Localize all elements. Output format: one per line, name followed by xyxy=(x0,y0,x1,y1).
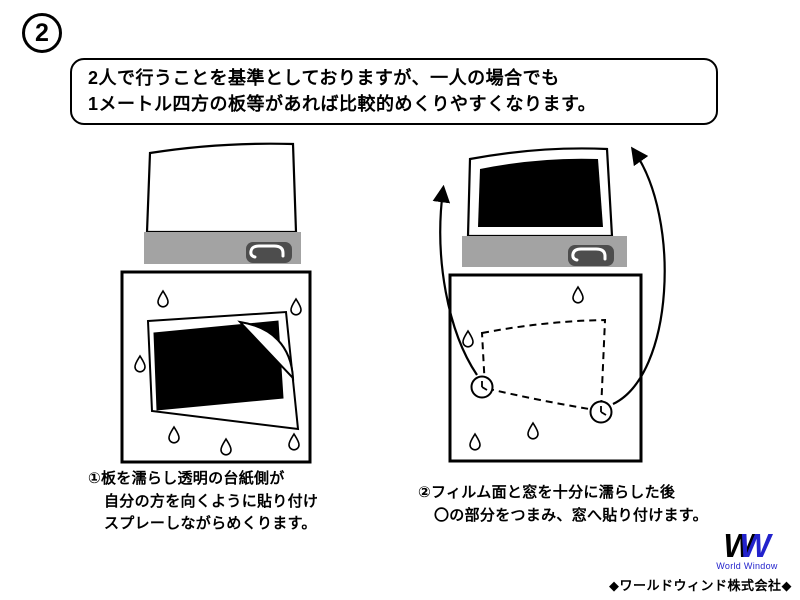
film-with-backing xyxy=(146,310,300,431)
figure-left-peel-backing xyxy=(120,142,312,464)
right-caption: ②フィルム面と窓を十分に濡らした後 〇の部分をつまみ、窓へ貼り付けます。 xyxy=(418,482,708,527)
right-caption-line-1: ②フィルム面と窓を十分に濡らした後 xyxy=(418,484,676,501)
left-caption-line-1: ①板を濡らし透明の台紙側が xyxy=(88,470,285,487)
film-black xyxy=(153,320,284,411)
pinch-point-marker-left xyxy=(470,375,494,399)
figure-right-apply-film xyxy=(432,146,666,463)
pinch-point-marker-right xyxy=(589,400,613,424)
bubble-line-1: 2人で行うことを基準としておりますが、一人の場合でも xyxy=(88,68,560,88)
film-outline-dashed xyxy=(480,318,607,413)
world-window-logo: WW World Window xyxy=(710,529,784,571)
logo-ww-mark: WW xyxy=(710,529,784,562)
applied-film xyxy=(478,158,603,227)
arrow-left-to-window xyxy=(432,184,478,376)
arrow-right-to-window xyxy=(612,146,666,405)
window-glass-with-film xyxy=(466,147,614,238)
logo-caption: World Window xyxy=(716,561,778,571)
right-caption-line-2: 〇の部分をつまみ、窓へ貼り付けます。 xyxy=(434,506,708,524)
instruction-bubble: 2人で行うことを基準としておりますが、一人の場合でも 1メートル四方の板等があれ… xyxy=(70,58,718,126)
step-number: 2 xyxy=(35,18,49,47)
left-caption: ①板を濡らし透明の台紙側が 自分の方を向くように貼り付け スプレーしながらめくり… xyxy=(88,468,318,536)
board xyxy=(448,273,643,463)
left-caption-line-3: スプレーしながらめくります。 xyxy=(104,515,317,532)
step-number-badge: 2 xyxy=(22,13,62,53)
logo-w-black: W xyxy=(723,527,755,564)
window-glass xyxy=(145,142,298,234)
sprayer-icon xyxy=(246,242,292,263)
sprayer-icon xyxy=(568,245,614,266)
bubble-line-2: 1メートル四方の板等があれば比較的めくりやすくなります。 xyxy=(88,93,597,114)
peeled-corner xyxy=(237,320,295,381)
left-caption-line-2: 自分の方を向くように貼り付け xyxy=(104,492,319,510)
company-name: ◆ワールドウィンド株式会社◆ xyxy=(609,578,792,593)
logo-w-blue: W xyxy=(739,527,771,564)
